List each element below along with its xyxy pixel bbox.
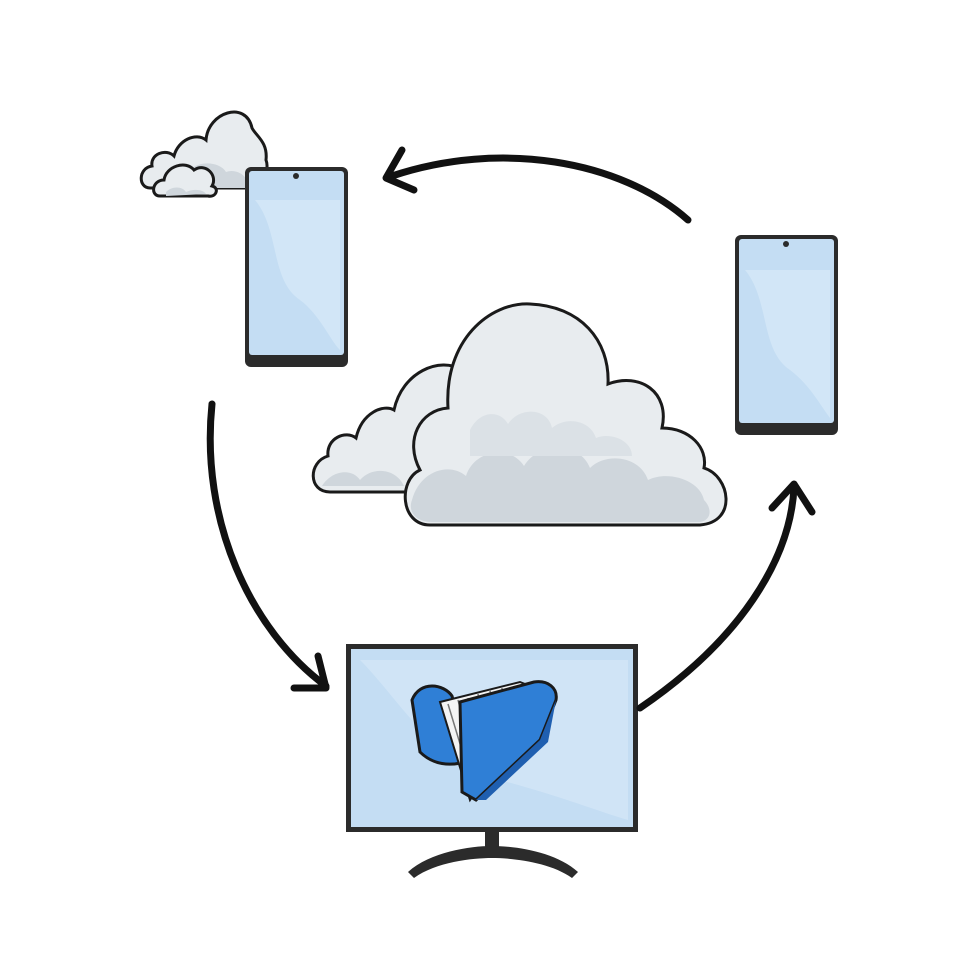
- phone-right-icon: [735, 235, 838, 435]
- folder-icon: [410, 680, 558, 803]
- sync-arrow-icon: [388, 154, 692, 224]
- small-cloud-icon: [139, 110, 269, 198]
- sync-arrow-icon: [636, 484, 798, 712]
- arrowhead-left: [290, 652, 330, 692]
- sync-arrows: [206, 146, 816, 712]
- central-cloud-icon: [311, 302, 728, 527]
- arrowhead-top: [382, 146, 418, 194]
- sync-arrow-icon: [206, 400, 330, 690]
- arrowhead-right: [768, 480, 816, 516]
- phone-left-icon: [245, 167, 348, 367]
